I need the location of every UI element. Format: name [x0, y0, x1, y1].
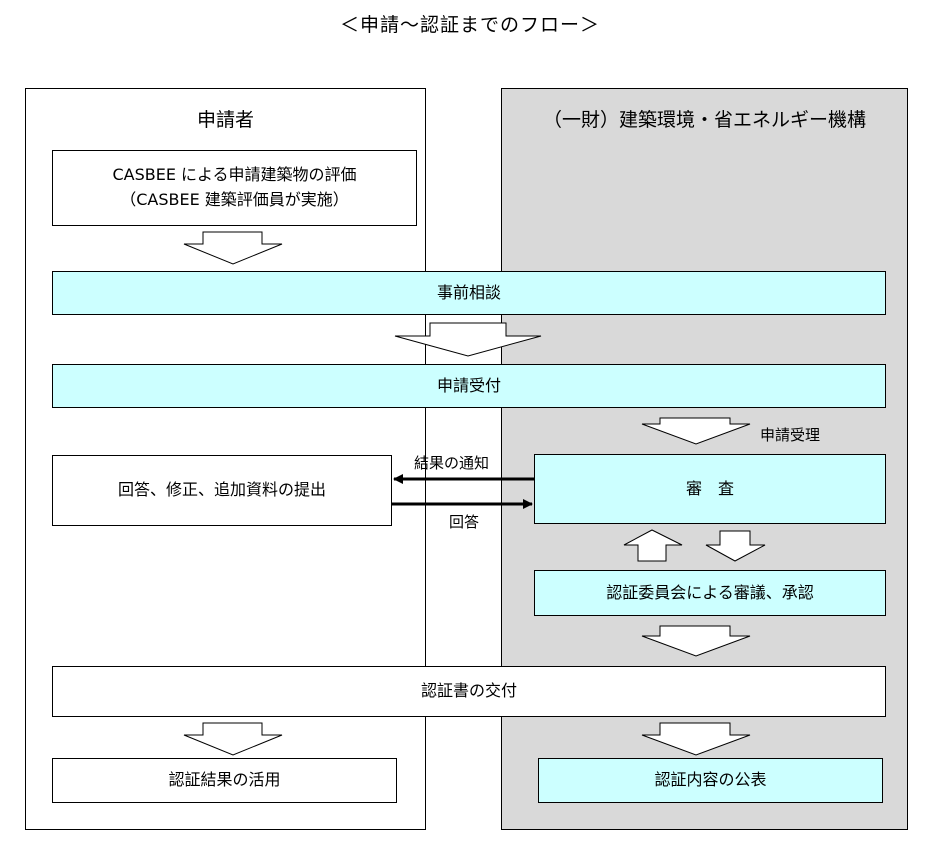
down-arrow-3: [641, 417, 751, 445]
result-utilization-box: 認証結果の活用: [52, 758, 397, 803]
down-arrow-2: [394, 322, 542, 357]
review-box: 審 査: [534, 454, 886, 524]
result-utilization-label: 認証結果の活用: [168, 770, 281, 790]
self-evaluation-box: CASBEE による申請建築物の評価 （CASBEE 建築評価員が実施）: [52, 150, 417, 226]
result-notification-label: 結果の通知: [414, 454, 490, 472]
certificate-issue-box: 認証書の交付: [52, 666, 886, 717]
committee-approval-label: 認証委員会による審議、承認: [606, 582, 814, 602]
down-arrow-committee: [705, 530, 766, 562]
applicant-lane-title: 申請者: [196, 109, 254, 131]
self-evaluation-line1: CASBEE による申請建築物の評価: [112, 165, 357, 185]
application-receipt-box: 申請受付: [52, 364, 886, 408]
certificate-issue-label: 認証書の交付: [420, 681, 517, 701]
down-arrow-4: [641, 625, 751, 657]
application-receipt-label: 申請受付: [436, 375, 501, 395]
down-arrow-6: [641, 722, 751, 756]
up-arrow-committee: [623, 529, 683, 562]
diagram-title: ＜申請～認証までのフロー＞: [339, 14, 600, 36]
self-evaluation-line2: （CASBEE 建築評価員が実施）: [120, 190, 349, 209]
review-label: 審 査: [685, 478, 734, 498]
pre-consultation-box: 事前相談: [52, 271, 886, 315]
publication-box: 認証内容の公表: [538, 758, 883, 803]
down-arrow-1: [183, 231, 283, 265]
down-arrow-5: [183, 722, 283, 756]
pre-consultation-label: 事前相談: [436, 282, 501, 302]
application-accepted-label: 申請受理: [760, 426, 821, 444]
response-submission-label: 回答、修正、追加資料の提出: [117, 480, 326, 500]
publication-label: 認証内容の公表: [654, 770, 767, 790]
answer-label: 回答: [449, 513, 480, 531]
institute-lane-title: （一財）建築環境・省エネルギー機構: [542, 109, 866, 131]
response-submission-box: 回答、修正、追加資料の提出: [52, 455, 392, 526]
committee-approval-box: 認証委員会による審議、承認: [534, 570, 886, 616]
